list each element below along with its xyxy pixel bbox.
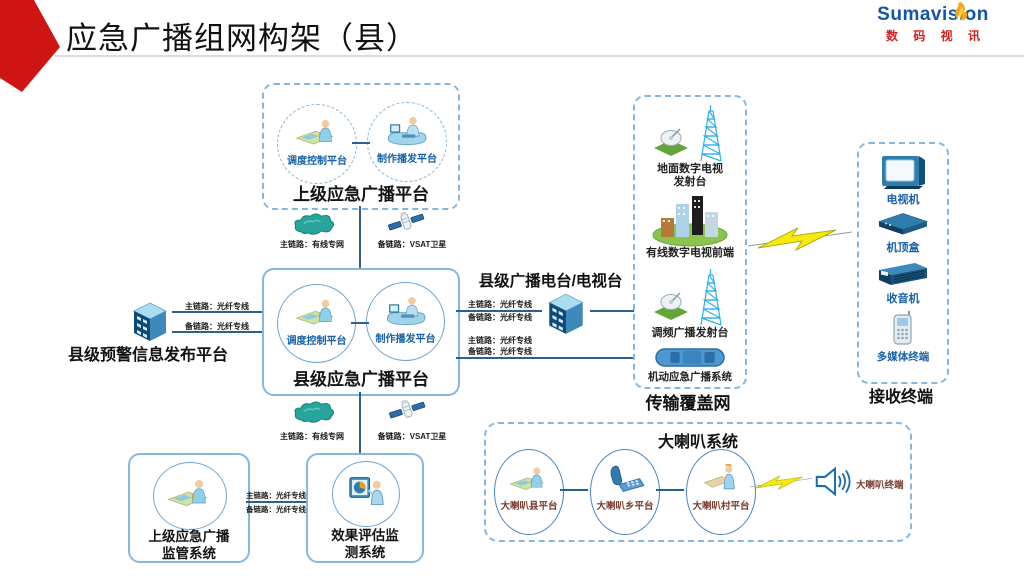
speaker-icon	[814, 464, 856, 499]
transmission-item-label: 机动应急广播系统	[648, 371, 732, 383]
transmission-item-label: 地面数字电视发射台	[657, 163, 723, 189]
county-evaluation-primary-link-label: 主链路：有线专网	[280, 432, 344, 441]
slide-corner-accent	[0, 0, 60, 92]
page-title: 应急广播组网构架（县）	[66, 21, 418, 56]
transmission-item-label: 调频广播发射台	[651, 327, 729, 339]
connector-line	[172, 331, 262, 333]
connector-line	[352, 142, 370, 144]
tv-icon	[878, 152, 928, 190]
cloud-icon	[291, 211, 337, 238]
broadcast-tower-icon	[651, 105, 729, 163]
desk-operator-icon	[507, 464, 551, 495]
receiver-item-label: 多媒体终端	[876, 351, 930, 363]
production-console-icon	[382, 294, 430, 328]
evaluation-system-label: 效果评估监 测系统	[331, 528, 399, 560]
node-dispatch-control-county: 调度控制平台	[277, 284, 356, 363]
connector-line	[456, 357, 634, 359]
supervision-evaluation-primary-link-label: 主链路：光纤专线	[246, 491, 306, 500]
building-icon	[542, 290, 590, 336]
supervision-node	[153, 462, 227, 530]
header-divider	[55, 55, 1024, 57]
satellite-icon	[385, 209, 427, 237]
transmission-item-label: 有线数字电视前端	[646, 247, 734, 259]
receiver-item-label: 收音机	[886, 293, 920, 305]
node-loudspeaker-village: 大喇叭村平台	[686, 449, 756, 535]
node-dispatch-control-upper: 调度控制平台	[277, 104, 357, 184]
monitor-person-icon	[343, 474, 389, 510]
upper-platform-title: 上级应急广播平台	[293, 185, 429, 204]
broadcast-station-label: 县级广播电台/电视台	[478, 273, 623, 290]
logo: Sumavision 数 码 视 讯	[868, 1, 998, 44]
connector-line	[351, 322, 369, 324]
node-production-county: 制作播发平台	[366, 282, 445, 361]
upper-county-primary-link-label: 主链路：有线专网	[280, 240, 344, 249]
upper-platform-box: 调度控制平台 制作播发平台 上级应急广播平台	[262, 83, 460, 210]
logo-brand: Sumavision	[877, 4, 989, 25]
loudspeaker-terminal-label: 大喇叭终端	[856, 480, 904, 491]
evaluation-system-box: 效果评估监 测系统	[306, 453, 424, 563]
set-top-box-icon	[876, 210, 930, 237]
county-transmission-backup-link-label: 备链路：光纤专线	[468, 347, 532, 356]
connector-line	[172, 311, 262, 313]
supervision-system-box: 上级应急广播 监管系统	[128, 453, 250, 563]
broadcast-tower-icon	[651, 269, 729, 327]
node-loudspeaker-county: 大喇叭县平台	[494, 449, 564, 535]
node-label: 大喇叭县平台	[500, 501, 558, 512]
warning-county-primary-link-label: 主链路：光纤专线	[185, 302, 249, 311]
lightning-icon	[750, 471, 812, 499]
receivers-title: 接收终端	[868, 389, 933, 406]
village-operator-icon	[699, 464, 743, 495]
logo-flame-icon	[955, 1, 968, 21]
connector-line	[456, 310, 542, 312]
dispatch-desk-icon	[293, 296, 341, 330]
node-label: 调度控制平台	[287, 156, 347, 167]
connector-line	[246, 501, 306, 503]
node-loudspeaker-township: 大喇叭乡平台	[590, 449, 660, 535]
node-label: 制作播发平台	[375, 334, 436, 345]
county-station-backup-link-label: 备链路：光纤专线	[468, 313, 532, 322]
dispatch-desk-icon	[293, 116, 341, 150]
loudspeaker-system-box: 大喇叭系统 大喇叭县平台 大喇叭乡平台 大喇叭村平台	[484, 422, 912, 542]
dispatch-desk-icon	[165, 476, 215, 512]
node-label: 大喇叭乡平台	[596, 501, 654, 512]
cloud-icon	[291, 399, 337, 426]
logo-subtext: 数 码 视 讯	[885, 29, 986, 43]
transmission-network-title: 传输覆盖网	[645, 394, 731, 413]
receiver-item-label: 机顶盒	[886, 242, 920, 254]
county-evaluation-backup-link-label: 备链路：VSAT卫星	[377, 432, 447, 441]
node-label: 大喇叭村平台	[692, 501, 750, 512]
node-production-upper: 制作播发平台	[367, 102, 447, 182]
evaluation-node	[332, 461, 400, 527]
transmission-network-box: 地面数字电视发射台 有线数字电视前端 调频广播发射台 机动应急广播系统	[633, 95, 747, 389]
node-label: 制作播发平台	[377, 154, 437, 165]
county-platform-title: 县级应急广播平台	[293, 370, 429, 389]
county-transmission-primary-link-label: 主链路：光纤专线	[468, 336, 532, 345]
production-console-icon	[383, 114, 431, 148]
radio-icon	[875, 260, 931, 288]
supervision-system-label: 上级应急广播 监管系统	[148, 529, 230, 561]
connector-line	[590, 310, 634, 312]
receiver-item-label: 电视机	[886, 194, 920, 206]
county-station-primary-link-label: 主链路：光纤专线	[468, 300, 532, 309]
city-icon	[650, 191, 730, 247]
warning-county-backup-link-label: 备链路：光纤专线	[185, 322, 249, 331]
mobile-phone-icon	[888, 310, 918, 348]
loudspeaker-system-title: 大喇叭系统	[657, 434, 738, 451]
connector-line	[560, 489, 588, 491]
node-label: 调度控制平台	[286, 336, 347, 347]
upper-county-backup-link-label: 备链路：VSAT卫星	[377, 240, 447, 249]
building-icon	[128, 299, 172, 343]
warning-platform-label: 县级预警信息发布平台	[67, 347, 228, 364]
supervision-evaluation-backup-link-label: 备链路：光纤专线	[246, 505, 306, 514]
connector-line	[359, 206, 361, 268]
connector-line	[656, 489, 684, 491]
telephone-icon	[603, 464, 647, 495]
vehicle-icon	[655, 346, 725, 370]
satellite-icon	[386, 397, 428, 425]
county-platform-box: 调度控制平台 制作播发平台 县级应急广播平台	[262, 268, 460, 396]
connector-line	[359, 392, 361, 453]
lightning-icon	[748, 220, 852, 266]
receivers-box: 电视机 机顶盒 收音机 多媒体终端	[857, 142, 949, 384]
